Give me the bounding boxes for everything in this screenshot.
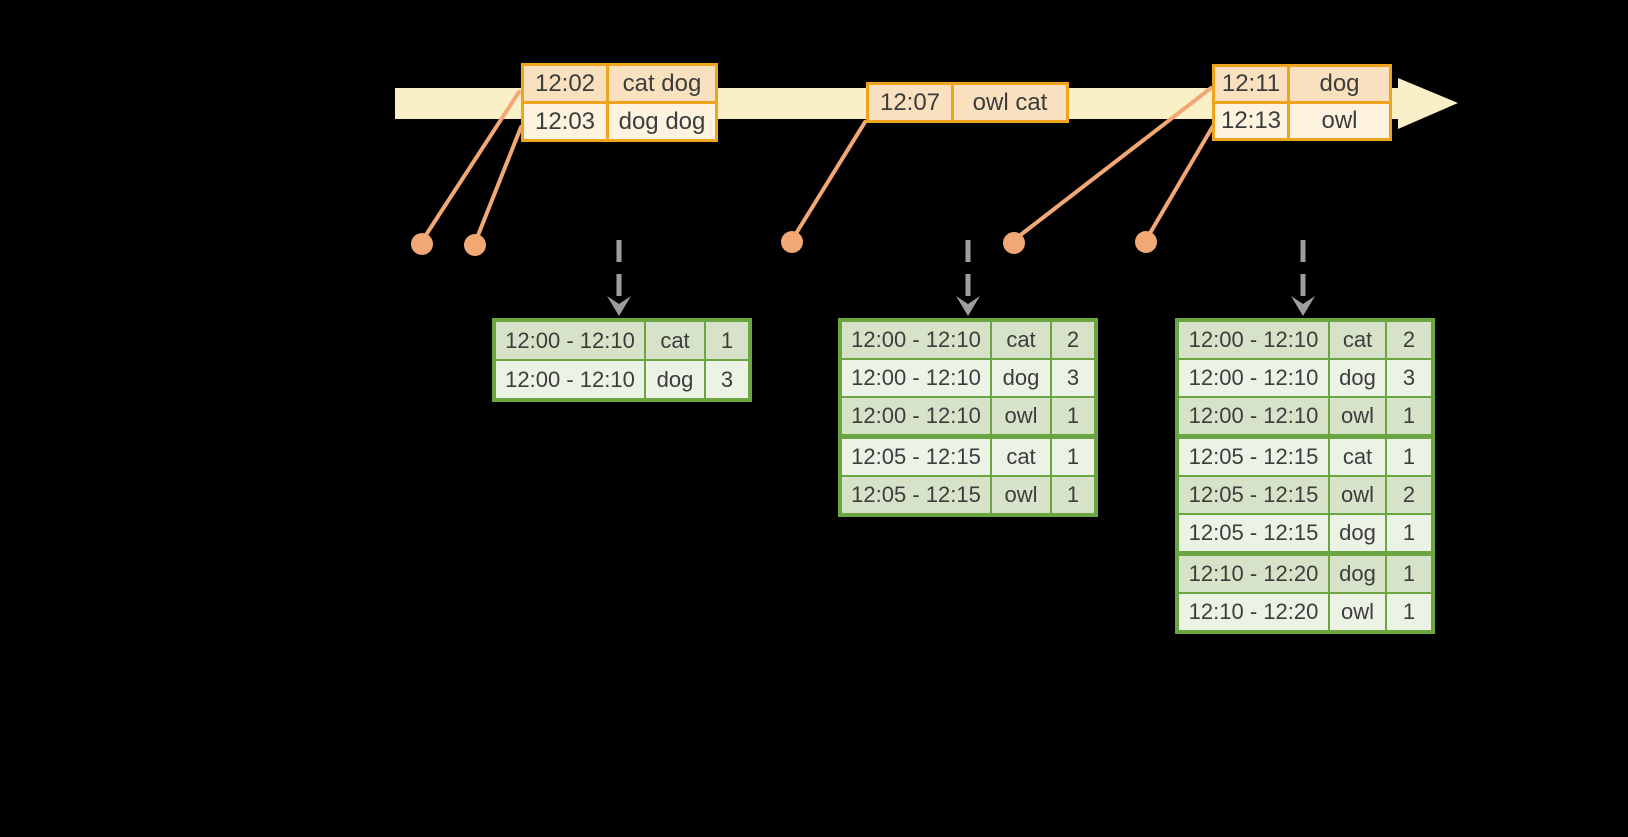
event-time-cell: 12:13 xyxy=(1215,104,1287,138)
result-row: 12:00 - 12:10 dog 3 xyxy=(496,361,748,398)
result-row: 12:00 - 12:10 dog 3 xyxy=(1179,360,1431,396)
result-table-3: 12:00 - 12:10 cat 2 12:00 - 12:10 dog 3 … xyxy=(1175,318,1435,634)
count-cell: 2 xyxy=(1387,477,1431,513)
trigger-arrow xyxy=(956,240,980,316)
event-row: 12:11 dog xyxy=(1215,67,1389,101)
event-dot xyxy=(1003,232,1025,254)
event-table-2: 12:07 owl cat xyxy=(866,82,1069,123)
word-cell: cat xyxy=(646,322,704,359)
arrow-down-icon xyxy=(1291,296,1315,316)
event-words-cell: owl xyxy=(1290,104,1389,138)
result-row: 12:00 - 12:10 dog 3 xyxy=(842,360,1094,396)
event-row: 12:07 owl cat xyxy=(869,85,1066,120)
count-cell: 1 xyxy=(1052,439,1094,475)
trigger-arrow xyxy=(607,240,631,316)
window-cell: 12:05 - 12:15 xyxy=(842,439,990,475)
event-connector-line xyxy=(420,90,521,243)
result-row: 12:00 - 12:10 owl 1 xyxy=(1179,398,1431,434)
word-cell: dog xyxy=(992,360,1050,396)
trigger-arrow xyxy=(1291,240,1315,316)
window-cell: 12:05 - 12:15 xyxy=(842,477,990,513)
event-time-cell: 12:11 xyxy=(1215,67,1287,101)
event-connector-line xyxy=(1012,86,1213,242)
result-row: 12:05 - 12:15 owl 2 xyxy=(1179,477,1431,513)
event-words-cell: owl cat xyxy=(954,85,1066,120)
word-cell: owl xyxy=(1330,594,1385,630)
count-cell: 1 xyxy=(706,322,748,359)
count-cell: 1 xyxy=(1387,515,1431,551)
result-row: 12:00 - 12:10 cat 2 xyxy=(1179,322,1431,358)
count-cell: 1 xyxy=(1052,398,1094,434)
event-dot xyxy=(411,233,433,255)
count-cell: 3 xyxy=(1387,360,1431,396)
window-cell: 12:00 - 12:10 xyxy=(496,322,644,359)
count-cell: 2 xyxy=(1387,322,1431,358)
word-cell: owl xyxy=(1330,477,1385,513)
event-table-3: 12:11 dog 12:13 owl xyxy=(1212,64,1392,141)
window-cell: 12:05 - 12:15 xyxy=(1179,477,1328,513)
window-cell: 12:00 - 12:10 xyxy=(496,361,644,398)
word-cell: cat xyxy=(1330,322,1385,358)
window-cell: 12:05 - 12:15 xyxy=(1179,515,1328,551)
timeline-arrowhead-icon xyxy=(1398,78,1458,129)
event-table-1: 12:02 cat dog 12:03 dog dog xyxy=(521,63,718,142)
window-cell: 12:10 - 12:20 xyxy=(1179,556,1328,592)
event-time-cell: 12:03 xyxy=(524,104,606,139)
word-cell: dog xyxy=(1330,515,1385,551)
event-dot xyxy=(1135,231,1157,253)
result-row: 12:10 - 12:20 dog 1 xyxy=(1179,556,1431,592)
event-words-cell: dog dog xyxy=(609,104,715,139)
event-connector-line xyxy=(790,120,867,242)
word-cell: cat xyxy=(992,322,1050,358)
result-row: 12:10 - 12:20 owl 1 xyxy=(1179,594,1431,630)
event-dot xyxy=(464,234,486,256)
count-cell: 1 xyxy=(1387,439,1431,475)
event-row: 12:13 owl xyxy=(1215,104,1389,138)
word-cell: cat xyxy=(992,439,1050,475)
result-table-2: 12:00 - 12:10 cat 2 12:00 - 12:10 dog 3 … xyxy=(838,318,1098,517)
count-cell: 1 xyxy=(1387,398,1431,434)
event-connector-line xyxy=(473,125,523,245)
event-words-cell: cat dog xyxy=(609,66,715,101)
event-connector-line xyxy=(1144,124,1215,242)
word-cell: owl xyxy=(992,398,1050,434)
result-table-1: 12:00 - 12:10 cat 1 12:00 - 12:10 dog 3 xyxy=(492,318,752,402)
result-row: 12:05 - 12:15 cat 1 xyxy=(1179,439,1431,475)
event-words-cell: dog xyxy=(1290,67,1389,101)
result-row: 12:00 - 12:10 owl 1 xyxy=(842,398,1094,434)
event-row: 12:02 cat dog xyxy=(524,66,715,101)
arrow-down-icon xyxy=(956,296,980,316)
result-row: 12:05 - 12:15 cat 1 xyxy=(842,439,1094,475)
event-time-cell: 12:07 xyxy=(869,85,951,120)
result-row: 12:00 - 12:10 cat 1 xyxy=(496,322,748,359)
word-cell: owl xyxy=(1330,398,1385,434)
event-row: 12:03 dog dog xyxy=(524,104,715,139)
count-cell: 1 xyxy=(1387,594,1431,630)
window-cell: 12:10 - 12:20 xyxy=(1179,594,1328,630)
count-cell: 3 xyxy=(1052,360,1094,396)
word-cell: cat xyxy=(1330,439,1385,475)
window-cell: 12:00 - 12:10 xyxy=(842,360,990,396)
word-cell: owl xyxy=(992,477,1050,513)
result-row: 12:05 - 12:15 dog 1 xyxy=(1179,515,1431,551)
result-row: 12:05 - 12:15 owl 1 xyxy=(842,477,1094,513)
count-cell: 3 xyxy=(706,361,748,398)
window-cell: 12:00 - 12:10 xyxy=(1179,398,1328,434)
window-cell: 12:00 - 12:10 xyxy=(1179,322,1328,358)
word-cell: dog xyxy=(646,361,704,398)
event-dot xyxy=(781,231,803,253)
result-row: 12:00 - 12:10 cat 2 xyxy=(842,322,1094,358)
window-cell: 12:00 - 12:10 xyxy=(1179,360,1328,396)
arrow-down-icon xyxy=(607,296,631,316)
count-cell: 1 xyxy=(1052,477,1094,513)
event-time-cell: 12:02 xyxy=(524,66,606,101)
window-cell: 12:00 - 12:10 xyxy=(842,322,990,358)
word-cell: dog xyxy=(1330,360,1385,396)
count-cell: 2 xyxy=(1052,322,1094,358)
window-cell: 12:00 - 12:10 xyxy=(842,398,990,434)
word-cell: dog xyxy=(1330,556,1385,592)
count-cell: 1 xyxy=(1387,556,1431,592)
window-cell: 12:05 - 12:15 xyxy=(1179,439,1328,475)
